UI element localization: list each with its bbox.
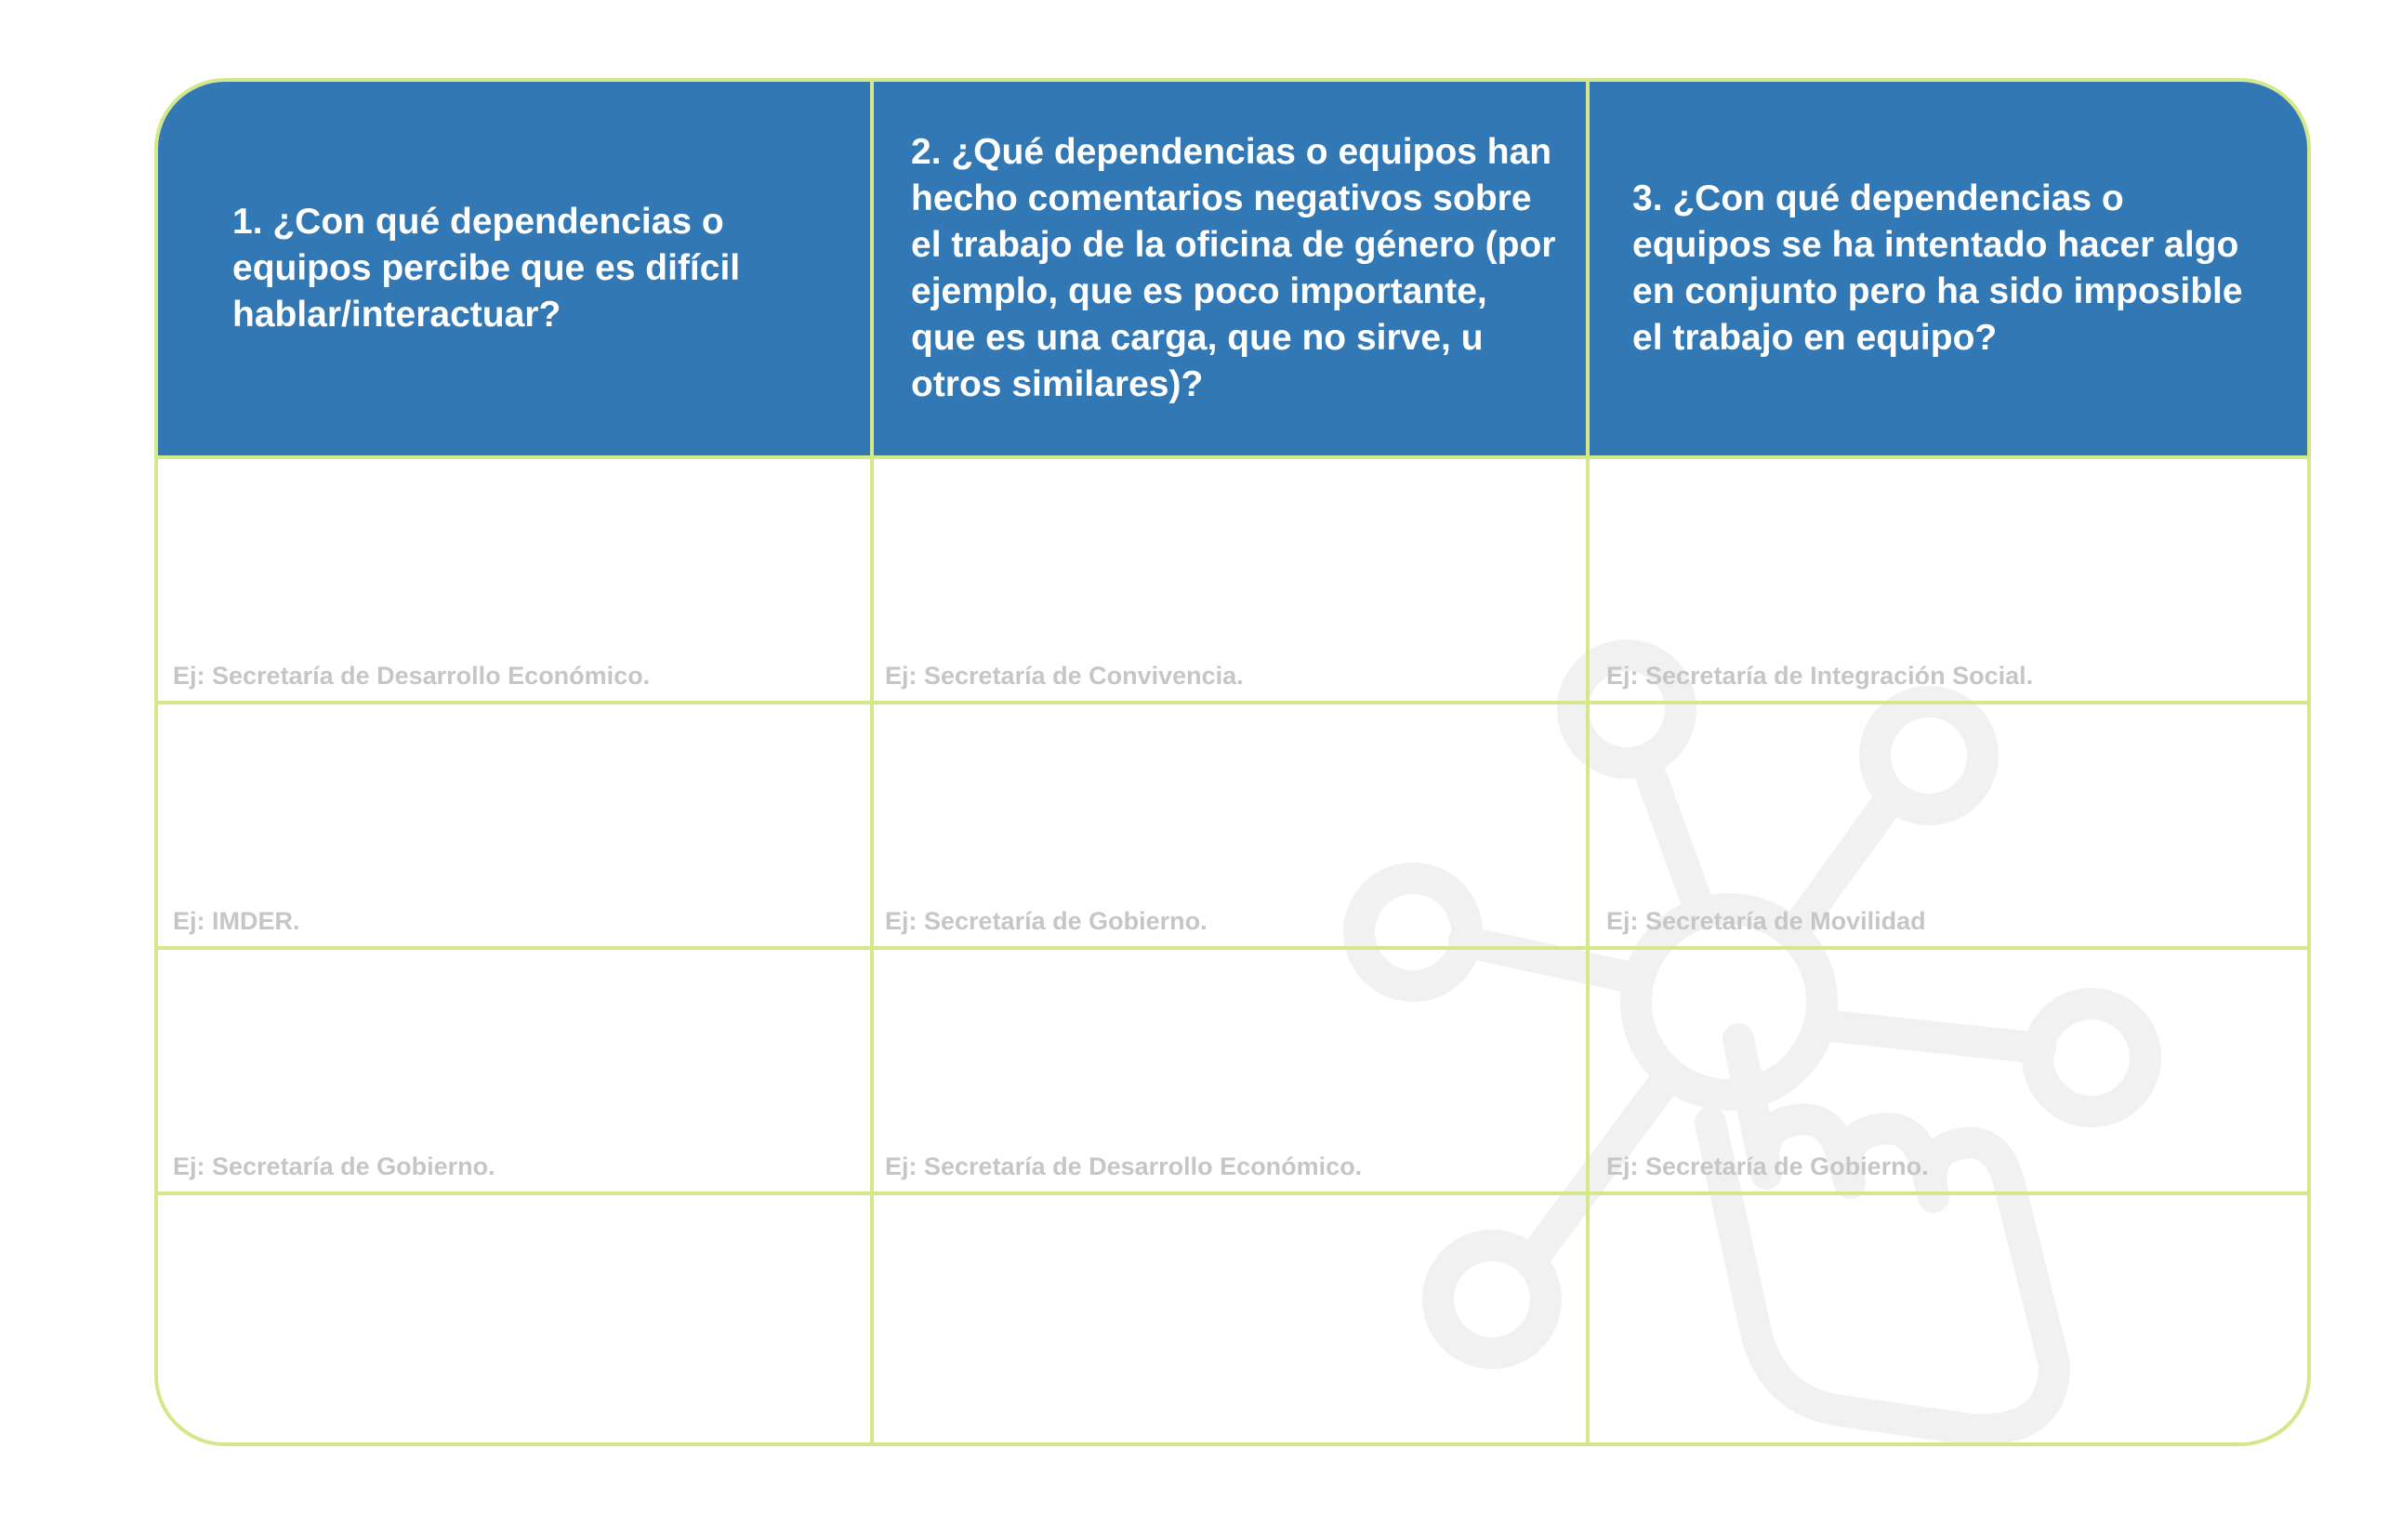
column-header-3: 3. ¿Con qué dependencias o equipos se ha… [1590,82,2307,459]
answer-cell-r2-c3[interactable]: Ej: Secretaría de Movilidad [1590,704,2307,950]
answer-cell-r4-c3[interactable] [1590,1195,2307,1442]
example-text: Ej: Secretaría de Integración Social. [1606,662,2034,690]
example-text: Ej: Secretaría de Movilidad [1606,907,1926,935]
example-text: Ej: Secretaría de Gobierno. [1606,1152,1929,1180]
column-header-2: 2. ¿Qué dependencias o equipos han hecho… [874,82,1590,459]
answer-cell-r3-c2[interactable]: Ej: Secretaría de Desarrollo Económico. [874,950,1590,1195]
example-text: Ej: Secretaría de Gobierno. [885,907,1208,935]
example-text: Ej: Secretaría de Desarrollo Económico. [173,662,651,690]
answer-cell-r4-c2[interactable] [874,1195,1590,1442]
answer-cell-r1-c2[interactable]: Ej: Secretaría de Convivencia. [874,459,1590,704]
example-text: Ej: Secretaría de Convivencia. [885,662,1244,690]
example-text: Ej: Secretaría de Gobierno. [173,1152,495,1180]
worksheet-table: 1. ¿Con qué dependencias o equipos perci… [154,78,2311,1446]
answer-cell-r1-c3[interactable]: Ej: Secretaría de Integración Social. [1590,459,2307,704]
example-text: Ej: IMDER. [173,907,300,935]
answer-cell-r2-c1[interactable]: Ej: IMDER. [158,704,874,950]
answer-cell-r3-c1[interactable]: Ej: Secretaría de Gobierno. [158,950,874,1195]
answer-cell-r3-c3[interactable]: Ej: Secretaría de Gobierno. [1590,950,2307,1195]
answer-cell-r4-c1[interactable] [158,1195,874,1442]
table-grid: 1. ¿Con qué dependencias o equipos perci… [158,82,2307,1442]
answer-cell-r1-c1[interactable]: Ej: Secretaría de Desarrollo Económico. [158,459,874,704]
example-text: Ej: Secretaría de Desarrollo Económico. [885,1152,1363,1180]
column-header-1: 1. ¿Con qué dependencias o equipos perci… [158,82,874,459]
answer-cell-r2-c2[interactable]: Ej: Secretaría de Gobierno. [874,704,1590,950]
